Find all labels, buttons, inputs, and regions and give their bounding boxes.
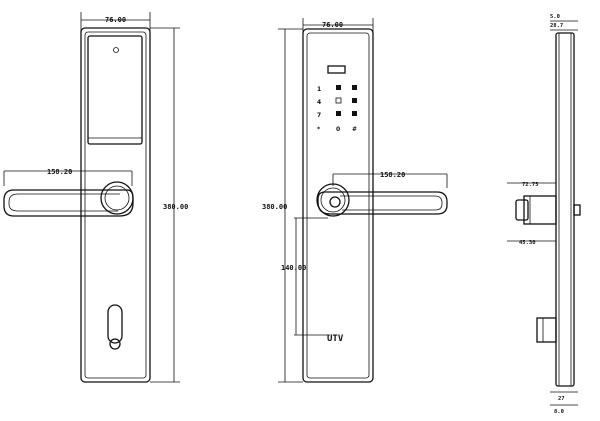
back-escutcheon-plate (302, 28, 374, 383)
key-7: 7 (317, 112, 321, 119)
front-cover-panel (87, 35, 143, 145)
side-top-dimension-2: 28.7 (550, 23, 563, 29)
front-handle-rose (100, 181, 134, 215)
front-handle-dimension: 158.20 (47, 168, 72, 176)
key-8 (336, 111, 341, 116)
side-spindle (573, 204, 581, 216)
key-9 (352, 111, 357, 116)
front-key-cylinder (107, 304, 123, 344)
back-handle-dimension: 158.20 (380, 171, 405, 179)
side-top-dimension-1: 5.0 (550, 14, 560, 20)
front-keyhole-icon (109, 338, 121, 350)
side-cylinder-profile (536, 317, 557, 343)
front-escutcheon-plate (80, 27, 151, 383)
front-width-dimension: 76.00 (105, 16, 126, 24)
key-2 (336, 85, 341, 90)
side-handle-dimension-2: 45.30 (519, 240, 536, 246)
side-view: 5.0 28.7 72.75 45.30 27 8.0 (507, 14, 581, 415)
key-4: 4 (317, 99, 321, 106)
back-display-window (327, 65, 346, 74)
back-keypad: 1 4 7 * 0 # (317, 85, 357, 133)
front-view: 76.00 158.20 380.00 (3, 12, 188, 383)
key-hash: # (352, 126, 357, 133)
back-lever-handle (317, 191, 448, 215)
back-height-dimension: 380.00 (262, 203, 287, 211)
key-5 (335, 97, 342, 104)
key-3 (352, 85, 357, 90)
brand-logo: UTV (327, 334, 344, 344)
back-view: 76.00 1 4 7 * 0 # (262, 18, 448, 383)
side-handle-body (523, 195, 557, 225)
key-1: 1 (317, 86, 321, 93)
front-screw-icon (113, 47, 119, 53)
side-bottom-dimension-1: 27 (558, 396, 565, 402)
back-handle-height-dimension: 140.00 (281, 264, 306, 272)
side-handle-profile (515, 199, 529, 221)
back-width-dimension: 76.00 (322, 21, 343, 29)
front-height-dimension: 380.00 (163, 203, 188, 211)
side-bottom-dimension-2: 8.0 (554, 409, 564, 415)
fingerprint-sensor-icon (329, 196, 341, 208)
front-lever-handle (3, 189, 134, 217)
key-star: * (317, 126, 321, 133)
side-handle-dimension-1: 72.75 (522, 182, 539, 188)
key-6 (352, 98, 357, 103)
key-0: 0 (336, 126, 340, 133)
